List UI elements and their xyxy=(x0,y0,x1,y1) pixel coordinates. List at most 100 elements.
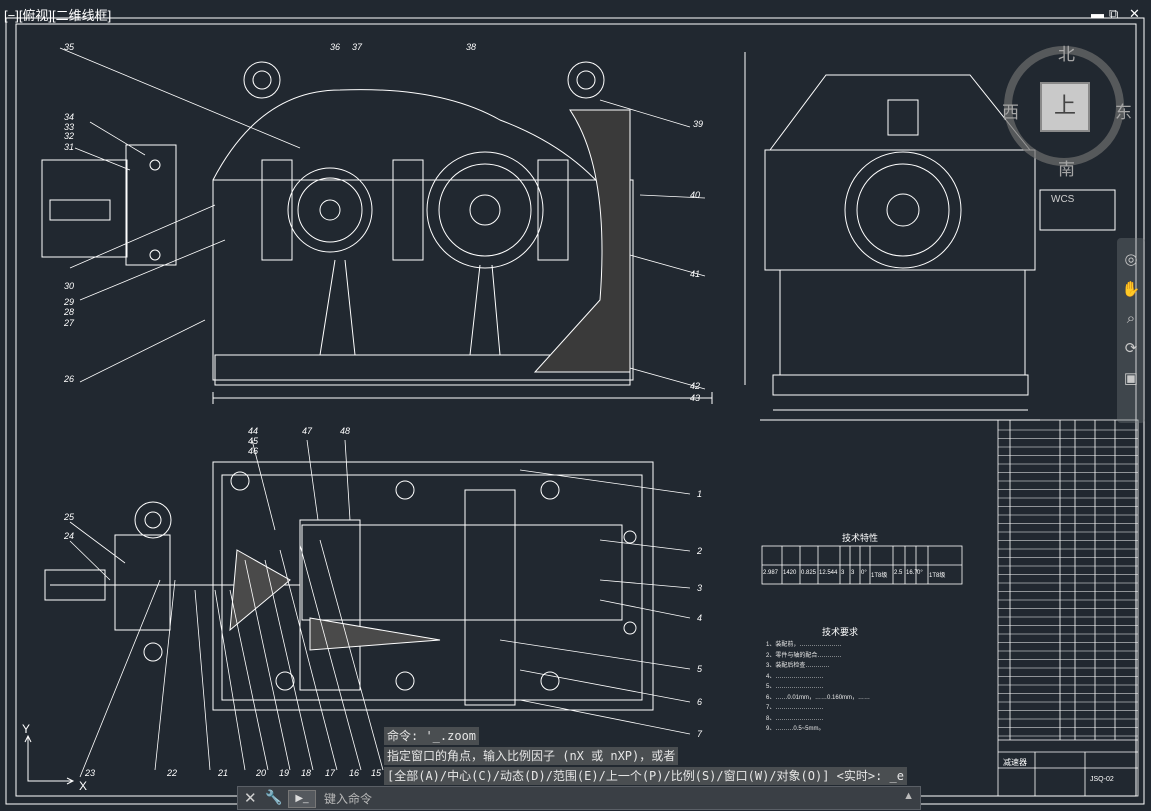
recent-commands-button[interactable]: ▶_ xyxy=(288,790,316,808)
ucs-x-label: X xyxy=(79,779,88,793)
balloon-35: 35 xyxy=(64,42,75,52)
tech-chars-title: 技术特性 xyxy=(842,533,879,543)
title-block-name: 减速器 xyxy=(1003,758,1027,767)
close-icon[interactable]: ✕ xyxy=(244,790,257,807)
chevron-up-icon[interactable]: ▲ xyxy=(903,790,914,802)
balloon-22: 22 xyxy=(166,768,177,778)
balloon-41: 41 xyxy=(690,269,700,279)
balloon-43: 43 xyxy=(690,393,700,403)
wcs-menu[interactable]: WCS xyxy=(1051,194,1075,205)
balloon-33: 33 xyxy=(64,122,74,132)
balloon-3: 3 xyxy=(697,583,702,593)
tech-chars-cell: 1T8级 xyxy=(929,573,946,579)
tech-req-line: 6、……0.01mm，……0.160mm，…… xyxy=(766,694,871,701)
compass-north[interactable]: 北 xyxy=(1058,45,1075,65)
balloon-38: 38 xyxy=(466,42,476,52)
ucs-icon xyxy=(24,734,75,785)
command-line[interactable]: ✕ 🔧 ▶_ ▲ xyxy=(237,786,921,810)
pan-icon[interactable]: ✋ xyxy=(1121,281,1141,298)
tech-chars-cell: 1T8级 xyxy=(871,573,888,579)
tech-chars-cell: 16.7 xyxy=(906,570,918,576)
balloon-1: 1 xyxy=(697,489,702,499)
balloon-46: 46 xyxy=(248,446,258,456)
balloon-21: 21 xyxy=(217,768,228,778)
balloon-39: 39 xyxy=(693,119,703,129)
tech-req-line: 7、…………………… xyxy=(766,705,824,711)
wrench-icon[interactable]: 🔧 xyxy=(265,789,283,805)
view-cube[interactable]: 北 南 西 东 上 WCS xyxy=(996,38,1146,205)
compass-south[interactable]: 南 xyxy=(1058,160,1075,180)
balloon-47: 47 xyxy=(302,426,313,436)
tech-req-title: 技术要求 xyxy=(822,627,859,637)
showmotion-icon[interactable]: ▣ xyxy=(1123,370,1139,387)
command-history-line: 命令: '_.zoom xyxy=(384,727,480,745)
zoom-icon[interactable]: ⌕ xyxy=(1126,310,1136,327)
balloon-16: 16 xyxy=(349,768,359,778)
command-history: 命令: '_.zoom 指定窗口的角点，输入比例因子 (nX 或 nXP)，或者… xyxy=(384,727,907,787)
tech-chars-cell: 2.987 xyxy=(763,570,779,576)
compass-west[interactable]: 西 xyxy=(1002,103,1019,123)
balloon-20: 20 xyxy=(255,768,266,778)
tech-chars-cell: 1420 xyxy=(783,570,797,576)
balloon-7: 7 xyxy=(697,729,703,739)
close-icon[interactable]: ✕ xyxy=(1129,6,1140,21)
command-history-line: [全部(A)/中心(C)/动态(D)/范围(E)/上一个(P)/比例(S)/窗口… xyxy=(384,767,907,785)
title-block-drawing-no: JSQ-02 xyxy=(1090,776,1114,783)
compass-east[interactable]: 东 xyxy=(1115,103,1132,123)
balloon-30: 30 xyxy=(64,281,74,291)
balloon-32: 32 xyxy=(64,131,74,141)
front-view xyxy=(41,61,713,404)
tech-req-line: 4、…………………… xyxy=(766,673,824,680)
balloon-40: 40 xyxy=(690,190,700,200)
view-cube-top-face[interactable]: 上 xyxy=(1040,82,1090,132)
compass-ring-icon xyxy=(1004,46,1124,166)
balloon-28: 28 xyxy=(63,307,74,317)
tech-req-list: 1、装配前，………………… 2、零件与轴的配合………… 3、装配后检查………… 4、…… xyxy=(766,640,996,735)
tech-req-line: 8、…………………… xyxy=(766,715,824,722)
tech-chars-cell: 0° xyxy=(917,570,923,576)
command-input[interactable] xyxy=(322,789,886,808)
balloon-37: 37 xyxy=(352,42,363,52)
parts-list xyxy=(997,419,1139,797)
balloon-15: 15 xyxy=(371,768,382,778)
tech-chars-cell: 3 xyxy=(841,570,845,576)
orbit-icon[interactable]: ⟳ xyxy=(1124,340,1138,357)
balloon-17: 17 xyxy=(325,768,336,778)
command-history-line: 指定窗口的角点，输入比例因子 (nX 或 nXP)，或者 xyxy=(384,747,679,765)
balloon-44: 44 xyxy=(248,426,258,436)
tech-chars-cell: 0.825 xyxy=(801,570,817,576)
balloon-36: 36 xyxy=(330,42,340,52)
tech-req-line: 5、…………………… xyxy=(766,684,824,690)
ucs-y-label: Y xyxy=(22,722,31,736)
balloon-42: 42 xyxy=(690,381,700,391)
balloon-34: 34 xyxy=(64,112,74,122)
balloon-5: 5 xyxy=(697,664,703,674)
tech-chars-table xyxy=(761,545,963,585)
navigation-bar[interactable]: ◎ ✋ ⌕ ⟳ ▣ xyxy=(1117,238,1145,423)
balloon-48: 48 xyxy=(340,426,350,436)
tech-req-line: 1、装配前，………………… xyxy=(766,642,842,648)
tech-req-line: 3、装配后检查………… xyxy=(766,663,830,669)
viewport-label[interactable]: [−][俯视][二维线框] xyxy=(4,8,112,23)
balloon-23: 23 xyxy=(84,768,95,778)
steering-wheel-icon[interactable]: ◎ xyxy=(1124,251,1138,268)
restore-icon[interactable]: ⧉ xyxy=(1109,6,1119,21)
balloon-4: 4 xyxy=(697,613,702,623)
balloon-26: 26 xyxy=(63,374,74,384)
balloon-29: 29 xyxy=(63,297,74,307)
tech-chars-cell: 2.5 xyxy=(894,570,903,576)
plan-view xyxy=(44,461,654,711)
balloon-24: 24 xyxy=(63,531,74,541)
minimize-icon[interactable]: ▬ xyxy=(1091,6,1104,21)
tech-req-line: 2、零件与轴的配合………… xyxy=(766,652,842,659)
tech-req-line: 9、………0.5~5mm。 xyxy=(766,726,825,732)
tech-chars-cell: 12.544 xyxy=(819,570,838,576)
tech-chars-cell: 0° xyxy=(861,570,867,576)
tech-chars-cell: 3 xyxy=(851,570,855,576)
balloon-18: 18 xyxy=(301,768,311,778)
balloon-27: 27 xyxy=(63,318,75,328)
balloon-25: 25 xyxy=(63,512,75,522)
balloon-31: 31 xyxy=(64,142,74,152)
balloon-6: 6 xyxy=(697,697,702,707)
